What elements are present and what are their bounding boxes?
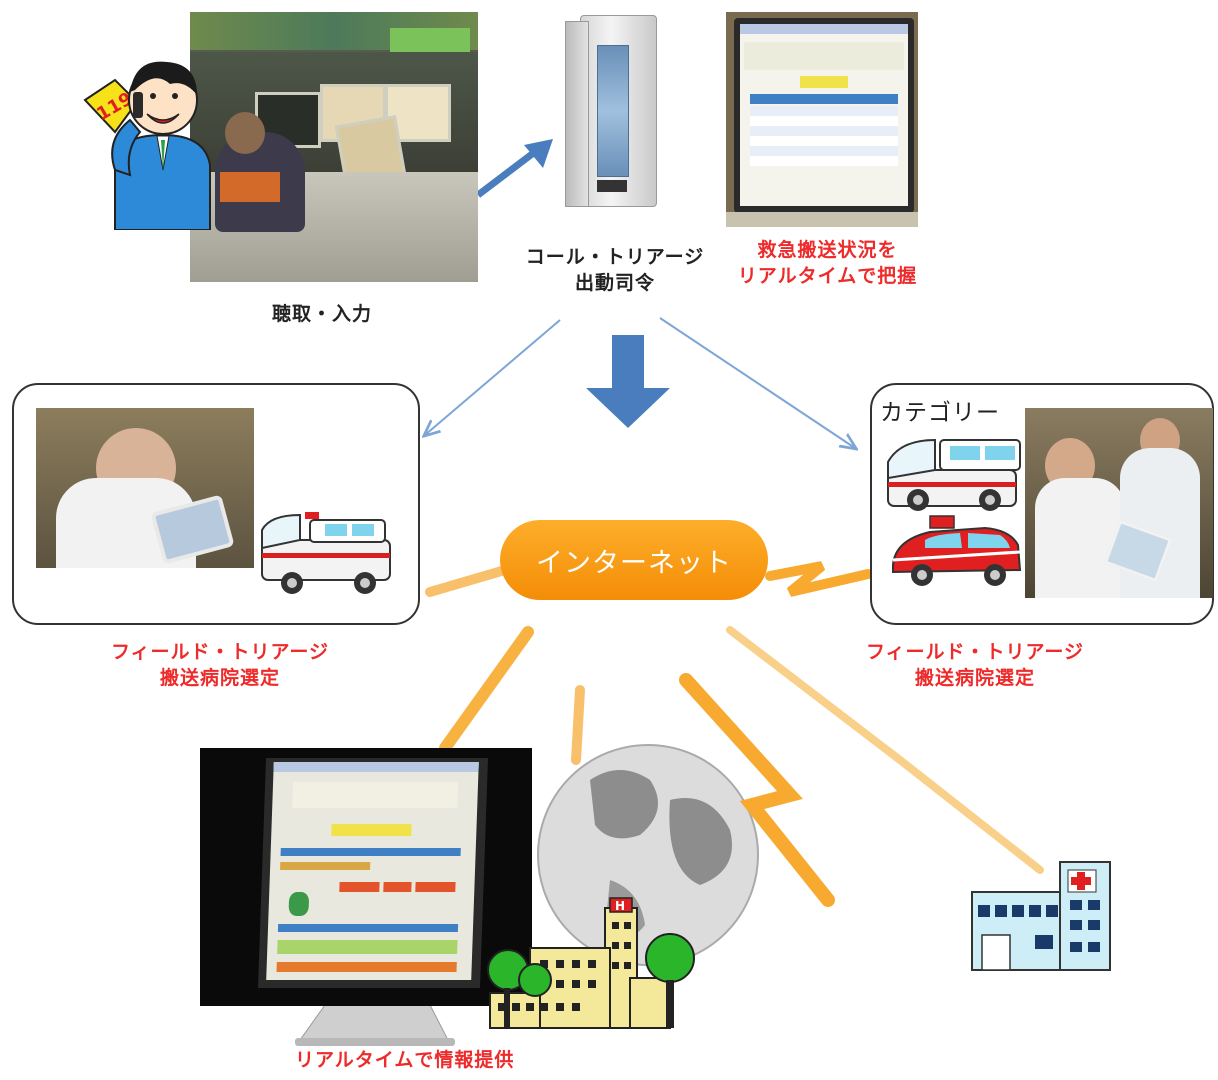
realtime-status-line1: 救急搬送状況を [757,239,898,261]
hospital-building-icon [971,861,1111,971]
field-triage-right-label: フィールド・トリアージ 搬送病院選定 [855,640,1095,691]
hospital-staff-photo [1025,408,1213,598]
call-triage-line1: コール・トリアージ [525,246,705,268]
paramedic-tablet-photo [36,408,254,568]
hospital-sign-letter: H [615,899,625,913]
server-icon [545,15,665,207]
field-triage-right-line2: 搬送病院選定 [914,666,1035,689]
call-triage-label: コール・トリアージ 出動司令 [510,245,720,296]
field-triage-left-line1: フィールド・トリアージ [110,641,330,663]
listen-input-label: 聴取・入力 [272,303,373,325]
internet-node: インターネット [500,520,768,600]
down-arrow [586,335,670,428]
realtime-info-label: リアルタイムで情報提供 [295,1049,515,1071]
field-triage-left-line2: 搬送病院選定 [159,666,280,689]
hospital-monitor-photo [200,748,532,1006]
control-room-photo [190,12,478,282]
arrow-to-left-unit [425,319,561,435]
hospital-campus-icon: H [480,888,700,1038]
monitor-stand [295,1004,455,1046]
caller-cartoon: 119 [75,40,215,230]
laptop-screen-photo [726,12,918,227]
call-triage-line2: 出動司令 [574,271,655,294]
signal-streaks [425,561,1044,907]
field-triage-left-label: フィールド・トリアージ 搬送病院選定 [100,640,340,691]
category-label: カテゴリー [880,400,1000,426]
realtime-status-label: 救急搬送状況を リアルタイムで把握 [720,238,935,289]
realtime-status-line2: リアルタイムで把握 [737,264,918,287]
field-triage-right-line1: フィールド・トリアージ [865,641,1085,663]
arrow-to-server [475,139,553,198]
arrow-to-right-unit [659,317,855,448]
